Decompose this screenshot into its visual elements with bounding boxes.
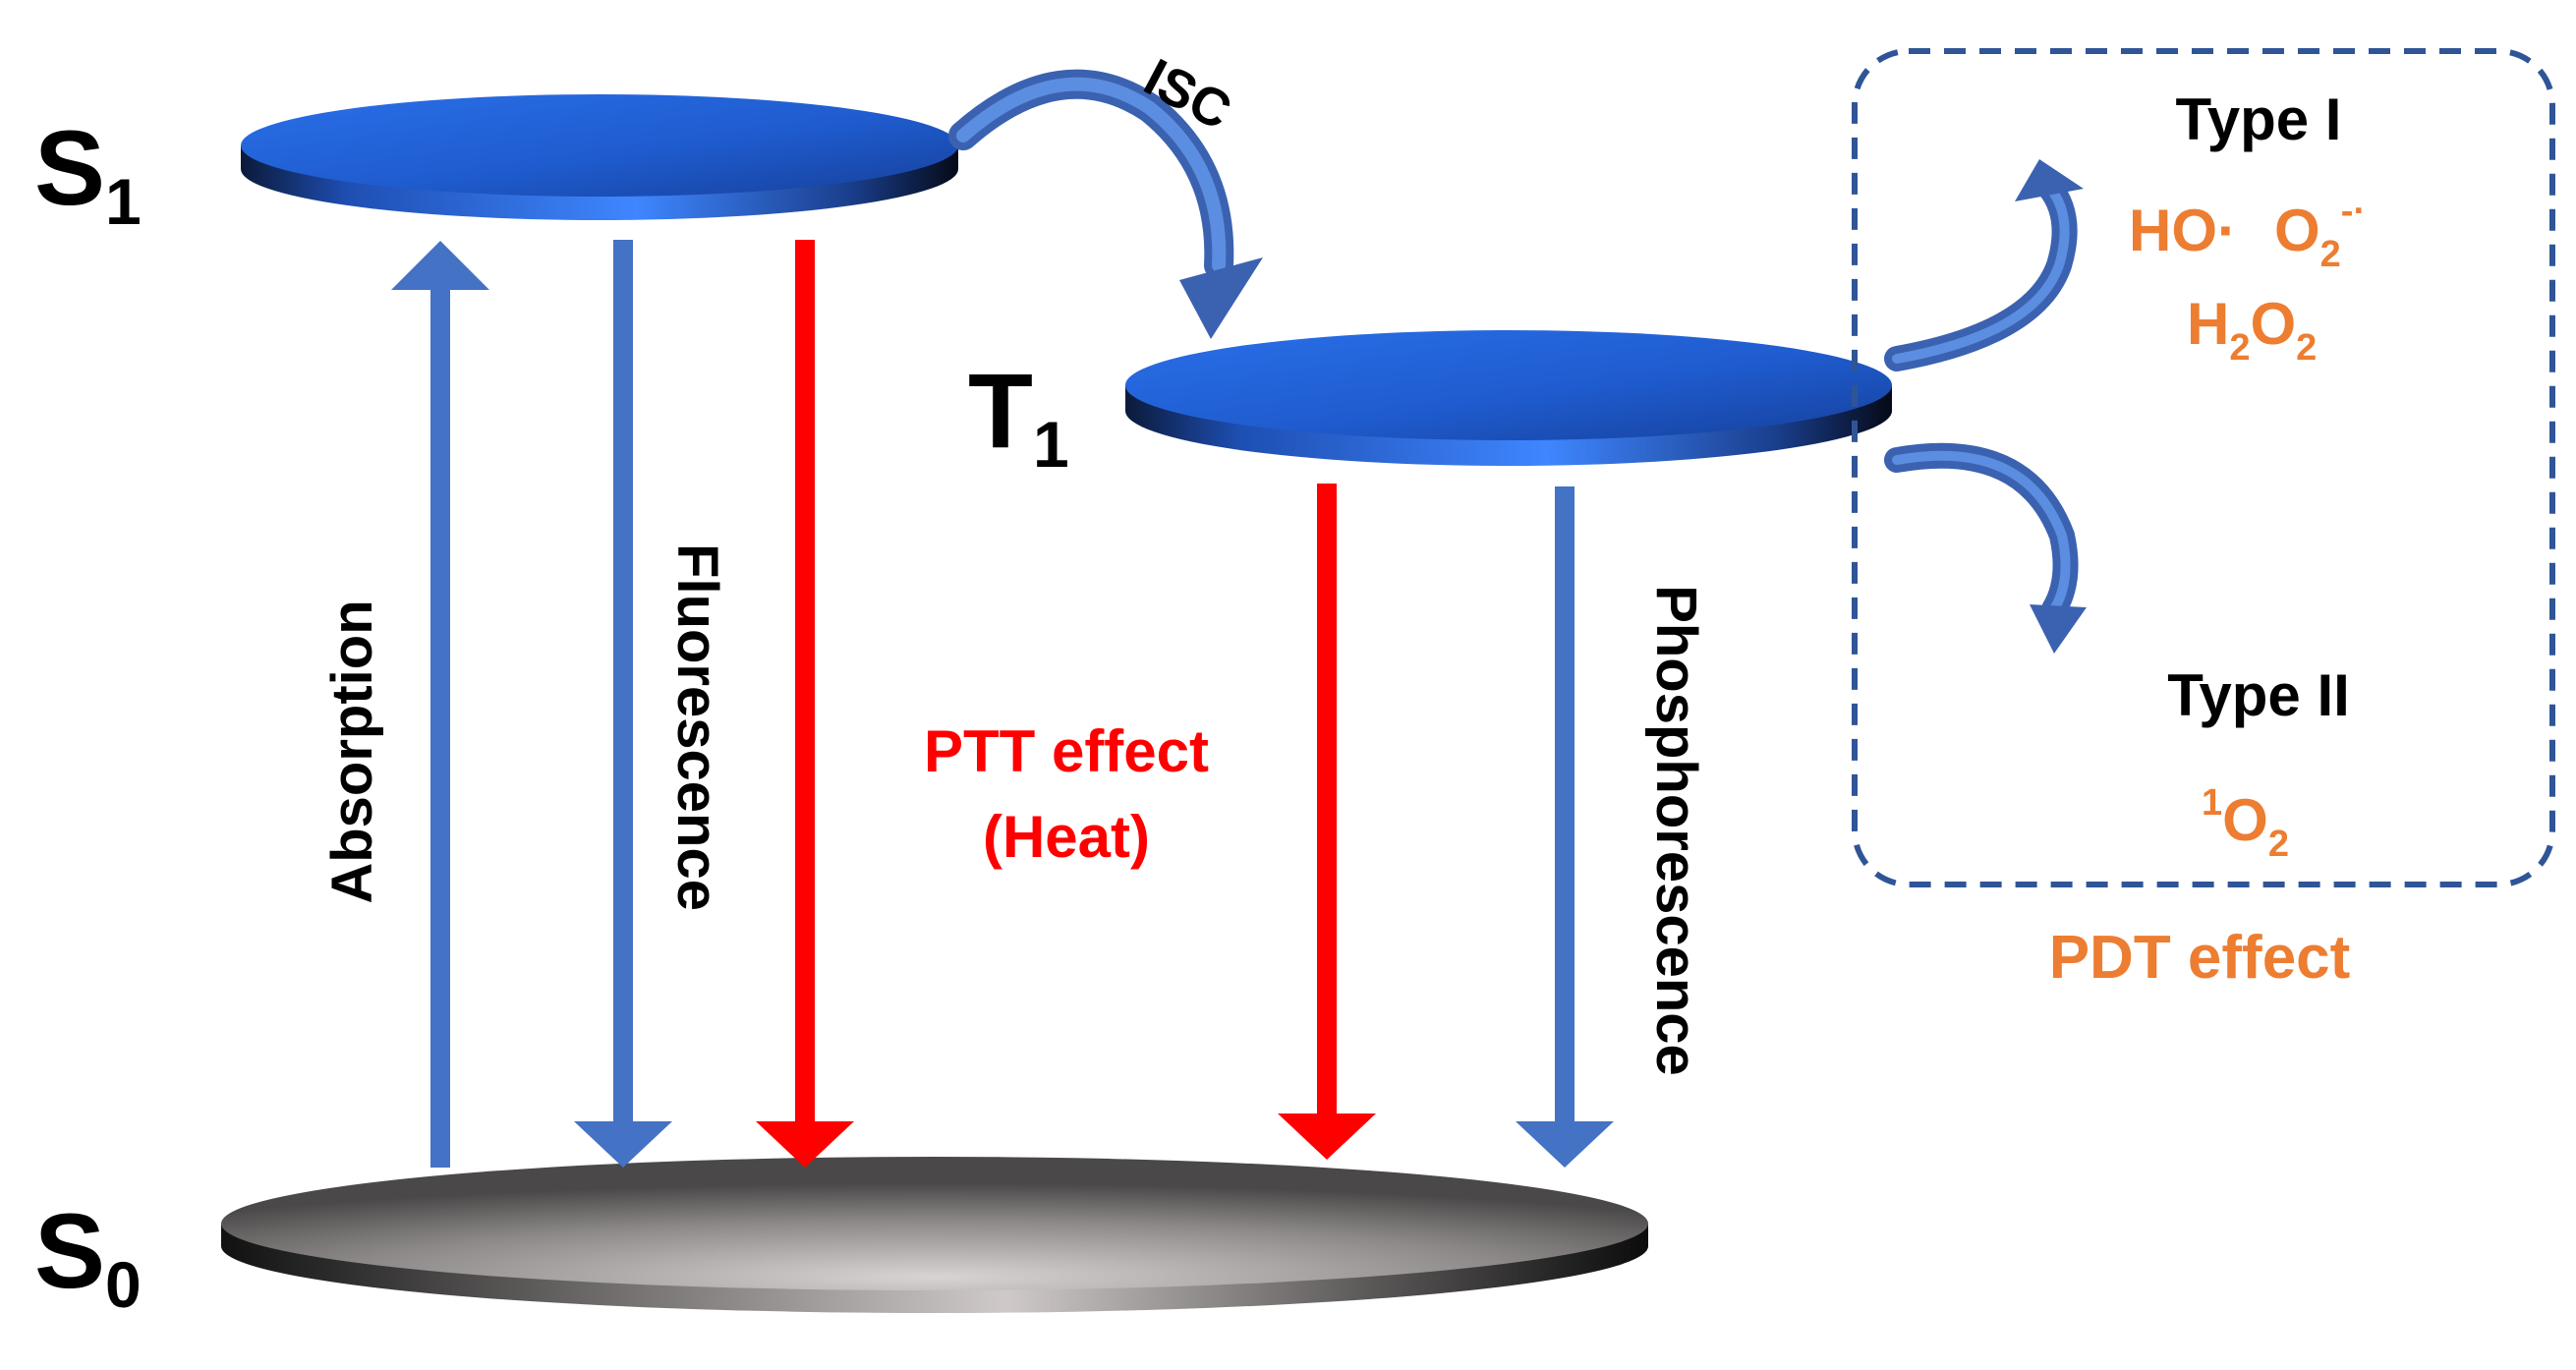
- t1-sub: 1: [1033, 408, 1069, 481]
- type1-curved-arrow: [1884, 159, 2084, 371]
- t1-main: T: [968, 351, 1033, 470]
- h2o2-o: O: [2250, 291, 2296, 357]
- type2-title: Type II: [2167, 662, 2350, 728]
- pdt-effect-label: PDT effect: [2049, 924, 2351, 992]
- singlet-oxygen-o: O: [2222, 787, 2268, 853]
- superoxide-main: O: [2274, 198, 2320, 263]
- fluorescence-arrow: [574, 240, 672, 1168]
- superoxide-sup: -·: [2341, 191, 2366, 232]
- fluorescence-label: Fluorescence: [665, 543, 729, 911]
- absorption-arrow: [391, 241, 489, 1168]
- absorption-label: Absorption: [320, 599, 384, 903]
- s0-sub: 0: [105, 1248, 142, 1321]
- superoxide-sub: 2: [2320, 234, 2341, 275]
- h2o2-sub2: 2: [2296, 327, 2317, 369]
- singlet-oxygen-sub: 2: [2268, 824, 2289, 865]
- t1-disk: [1125, 330, 1892, 466]
- ptt-label-line1: PTT effect: [924, 718, 1209, 784]
- h2o2-h: H: [2187, 291, 2229, 357]
- pdt-box: [1852, 48, 2555, 887]
- type1-species-line1: HO· O2-·: [2129, 191, 2366, 275]
- ptt-arrow-s1: [756, 240, 854, 1168]
- singlet-oxygen: 1O2: [2202, 782, 2289, 865]
- ptt-label-line2: (Heat): [983, 804, 1150, 870]
- s0-disk: [221, 1157, 1648, 1313]
- type1-title: Type I: [2176, 86, 2342, 152]
- s1-main: S: [34, 108, 105, 227]
- singlet-oxygen-sup: 1: [2202, 782, 2222, 824]
- phosphorescence-label: Phosphorescence: [1644, 585, 1708, 1076]
- hydroxyl-radical: HO·: [2129, 198, 2237, 263]
- s0-main: S: [34, 1191, 105, 1310]
- s0-label: S0: [34, 1191, 142, 1321]
- s1-label: S1: [34, 108, 142, 238]
- s1-sub: 1: [105, 165, 142, 238]
- t1-label: T1: [968, 351, 1069, 481]
- ptt-arrow-t1: [1278, 484, 1376, 1160]
- phosphorescence-arrow: [1516, 486, 1614, 1168]
- isc-arrow: [948, 69, 1263, 339]
- type1-species-line2: H2O2: [2187, 291, 2317, 369]
- h2o2-sub1: 2: [2229, 327, 2250, 369]
- s1-disk: [241, 94, 958, 220]
- type2-curved-arrow: [1884, 442, 2087, 654]
